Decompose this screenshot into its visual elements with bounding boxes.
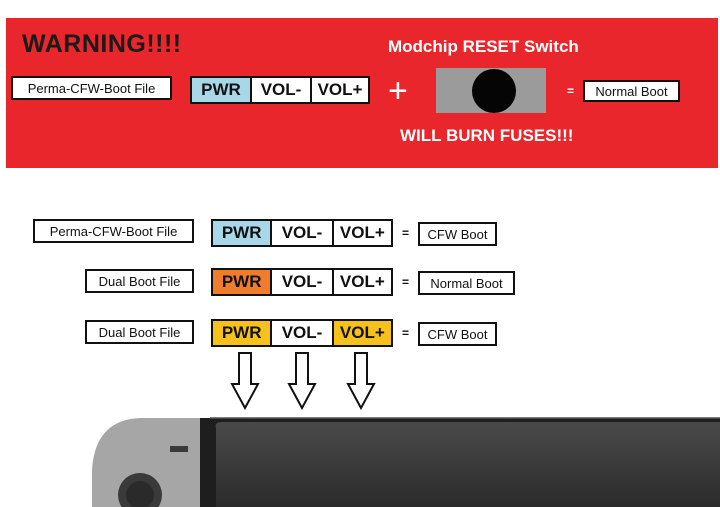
warning-title: WARNING!!!! [22, 30, 182, 58]
row-button-combo: PWR VOL- VOL+ [211, 319, 393, 347]
row-result: CFW Boot [418, 322, 497, 346]
row-result: Normal Boot [418, 271, 515, 295]
pwr-button: PWR [213, 270, 273, 294]
down-arrow-icon [346, 352, 376, 410]
pwr-button: PWR [213, 221, 273, 245]
vol-plus-button: VOL+ [339, 223, 385, 242]
vol-plus-button: VOL+ [317, 80, 363, 99]
vol-minus-button: VOL- [272, 321, 334, 345]
row-button-combo: PWR VOL- VOL+ [211, 219, 393, 247]
joycon-left [92, 418, 205, 507]
row-equals: = [402, 326, 410, 340]
down-arrow-icon [287, 352, 317, 410]
vol-minus-button: VOL- [272, 270, 334, 294]
banner-file-label: Perma-CFW-Boot File [11, 76, 172, 100]
pwr-button: PWR [192, 78, 252, 102]
plus-icon: + [388, 72, 408, 110]
banner-result: Normal Boot [583, 80, 680, 102]
vol-minus-button: VOL- [252, 78, 312, 102]
vol-plus-button: VOL+ [333, 321, 391, 345]
burn-warning: WILL BURN FUSES!!! [400, 126, 574, 145]
row-equals: = [402, 226, 410, 240]
modchip-title: Modchip RESET Switch [388, 37, 579, 56]
vol-minus-button: VOL- [272, 221, 334, 245]
row-file-label: Dual Boot File [85, 269, 194, 293]
vol-plus-button: VOL+ [339, 272, 385, 291]
reset-switch-icon [436, 68, 546, 113]
analog-stick [126, 481, 154, 507]
row-equals: = [402, 275, 410, 289]
row-button-combo: PWR VOL- VOL+ [211, 268, 393, 296]
reset-switch-knob [472, 69, 516, 113]
down-arrow-icon [230, 352, 260, 410]
analog-stick-base [118, 473, 162, 507]
pwr-button: PWR [213, 321, 273, 345]
minus-button [170, 446, 188, 452]
row-result: CFW Boot [418, 222, 497, 246]
banner-button-combo: PWR VOL- VOL+ [190, 76, 370, 104]
row-file-label: Perma-CFW-Boot File [33, 219, 194, 243]
banner-equals: = [567, 84, 575, 98]
console-screen [215, 422, 720, 507]
console-body [200, 418, 720, 507]
row-file-label: Dual Boot File [85, 320, 194, 344]
